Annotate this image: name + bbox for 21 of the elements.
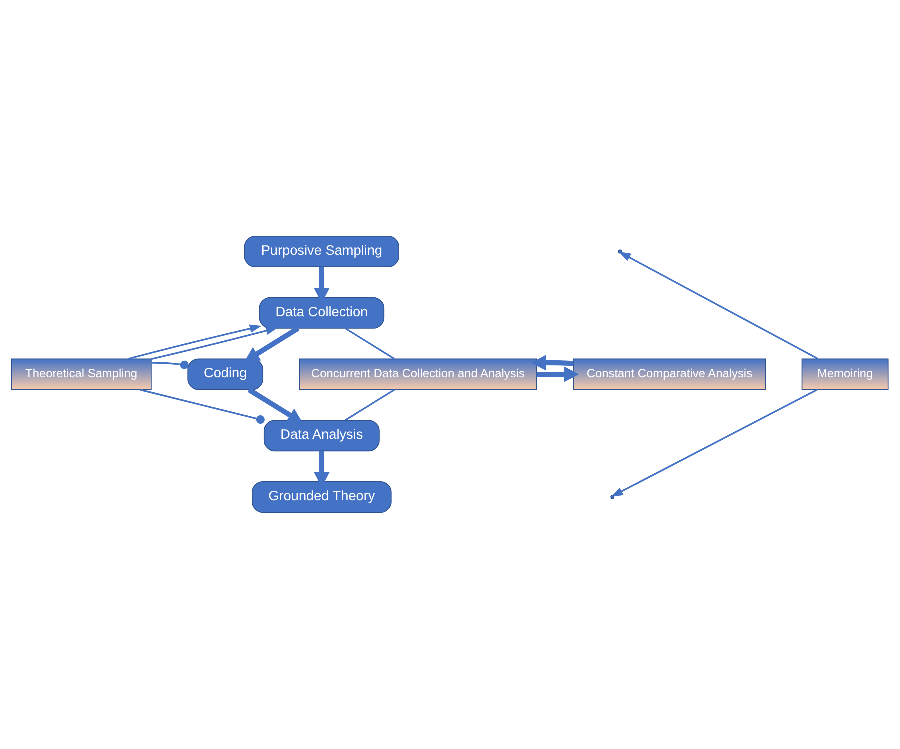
- node-box: Constant Comparative Analysis: [573, 358, 766, 390]
- connector: [152, 360, 189, 370]
- arrow: [611, 389, 818, 498]
- node-box: Concurrent Data Collection and Analysis: [299, 358, 538, 390]
- node-box: Data Analysis: [264, 420, 380, 452]
- node-box: Data Collection: [259, 297, 385, 329]
- connector: [345, 328, 396, 360]
- connector: [345, 389, 396, 422]
- arrow: [244, 326, 300, 362]
- node-box: Coding: [188, 358, 264, 390]
- arrow: [248, 388, 303, 424]
- arrow: [619, 252, 819, 360]
- node-box: Grounded Theory: [252, 481, 392, 514]
- node-box: Memoiring: [802, 358, 889, 390]
- arrow: [536, 366, 580, 382]
- node-box: Purposive Sampling: [244, 236, 400, 268]
- arrow: [151, 326, 278, 360]
- node-box: Theoretical Sampling: [11, 358, 152, 390]
- connector: [140, 389, 265, 424]
- arrow: [531, 355, 574, 371]
- arrow: [128, 324, 262, 360]
